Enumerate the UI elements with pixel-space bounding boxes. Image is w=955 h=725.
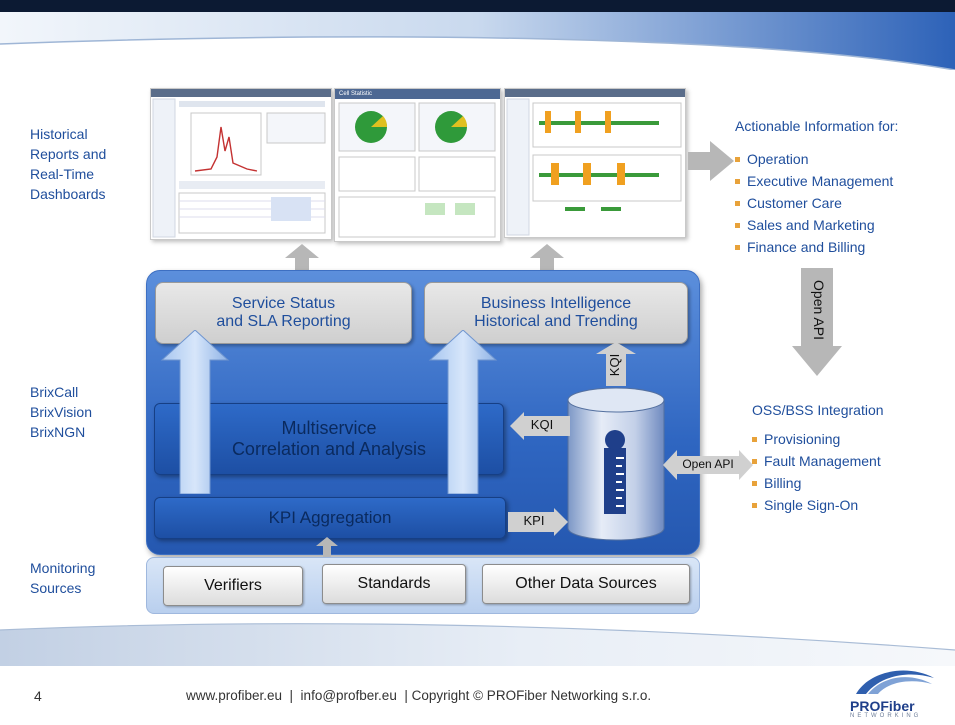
label-line: Real-Time (30, 166, 95, 182)
top-swoosh-decoration (0, 0, 955, 70)
database-icon (567, 387, 665, 541)
label-line: Sources (30, 580, 82, 596)
kpi-right-arrow (508, 508, 568, 536)
kqi-left-arrow (510, 412, 570, 440)
open-api-vertical-label: Open API (811, 280, 827, 340)
service-status-box: Service Status and SLA Reporting (155, 282, 412, 344)
actionable-item: Customer Care (735, 192, 898, 214)
up-arrow-icon (428, 330, 498, 494)
footer-text: www.profiber.eu | info@profber.eu | Copy… (186, 688, 652, 703)
actionable-item: Sales and Marketing (735, 214, 898, 236)
oss-item: Billing (752, 472, 884, 494)
profiber-logo: PROFiber NETWORKING (850, 662, 940, 719)
kqi-up-arrow (596, 342, 636, 386)
bottom-swoosh-decoration (0, 623, 955, 666)
page-number: 4 (34, 688, 42, 704)
open-api-down-arrow (792, 268, 842, 376)
dashboard-screenshot-middle: Cell Statistic (334, 88, 501, 242)
actionable-info-block: Actionable Information for: Operation Ex… (735, 118, 898, 258)
label-line: Historical (30, 126, 88, 142)
oss-title: OSS/BSS Integration (752, 402, 884, 418)
box-line: Historical and Trending (474, 313, 638, 330)
kqi-vertical-label: KQI (607, 353, 622, 377)
label-line: BrixVision (30, 404, 92, 420)
logo-sub: NETWORKING (850, 713, 922, 719)
dashboard-screenshot-left (150, 88, 332, 240)
up-arrow-icon (285, 244, 319, 280)
box-line: Multiservice (281, 418, 377, 438)
actionable-item: Operation (735, 148, 898, 170)
oss-item: Single Sign-On (752, 494, 884, 516)
logo-swoosh-icon (856, 670, 934, 694)
label-monitoring-sources: Monitoring Sources (30, 558, 95, 598)
screenshot-title: Cell Statistic (335, 89, 500, 99)
box-line: and SLA Reporting (216, 313, 351, 330)
oss-bss-block: OSS/BSS Integration Provisioning Fault M… (752, 402, 884, 516)
actionable-item: Executive Management (735, 170, 898, 192)
label-line: Dashboards (30, 186, 106, 202)
actionable-item: Finance and Billing (735, 236, 898, 258)
up-arrow-icon (160, 330, 230, 494)
box-line: KPI Aggregation (268, 508, 392, 527)
open-api-double-arrow (663, 450, 753, 480)
multiservice-correlation-box: Multiservice Correlation and Analysis (154, 403, 504, 475)
source-verifiers: Verifiers (163, 566, 303, 606)
label-line: BrixNGN (30, 424, 86, 440)
open-api-label: Open API (682, 457, 734, 471)
oss-item: Provisioning (752, 428, 884, 450)
label-historical-reports: Historical Reports and Real-Time Dashboa… (30, 124, 106, 204)
box-line: Service Status (231, 295, 336, 312)
logo-brand: PROFiber (850, 698, 915, 714)
label-line: Reports and (30, 146, 107, 162)
label-products: BrixCall BrixVision BrixNGN (30, 382, 92, 442)
box-line: Business Intelligence (480, 295, 632, 312)
label-line: Monitoring (30, 560, 96, 576)
dashboard-screenshot-right (504, 88, 686, 238)
label-line: BrixCall (30, 384, 79, 400)
source-standards: Standards (322, 564, 466, 604)
source-other-data-sources: Other Data Sources (482, 564, 690, 604)
up-arrow-icon (530, 244, 564, 280)
kpi-label: KPI (523, 513, 545, 528)
box-line: Correlation and Analysis (231, 439, 427, 459)
kpi-aggregation-box: KPI Aggregation (154, 497, 506, 539)
up-arrow-icon (316, 537, 338, 557)
business-intelligence-box: Business Intelligence Historical and Tre… (424, 282, 688, 344)
kqi-label: KQI (530, 417, 554, 432)
oss-item: Fault Management (752, 450, 884, 472)
arrow-right-icon (688, 141, 734, 181)
actionable-title: Actionable Information for: (735, 118, 899, 134)
